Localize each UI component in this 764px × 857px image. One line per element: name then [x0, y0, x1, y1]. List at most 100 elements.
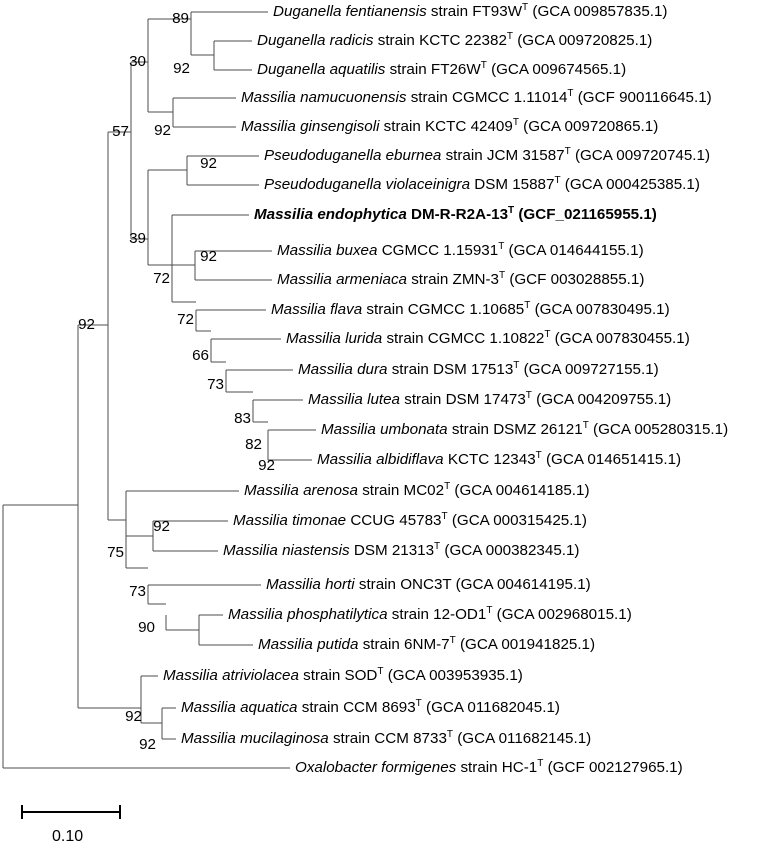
type-strain-marker: T [449, 634, 456, 646]
genome-accession: (GCA 009720825.1) [513, 32, 653, 49]
bootstrap-support-node-92-duganella: 92 [173, 60, 190, 77]
species-name: Pseudoduganella eburnea [264, 147, 442, 164]
strain-designation: DSM 21313 [349, 542, 435, 559]
bootstrap-support-node-83: 83 [234, 410, 251, 427]
type-strain-marker: T [537, 757, 544, 769]
species-name: Massilia albidiflava [317, 451, 444, 468]
genome-accession: (GCA 005280315.1) [588, 421, 729, 438]
bootstrap-support-node-92-pseudoduganella: 92 [200, 155, 217, 172]
taxon-label-massilia_albidiflava: Massilia albidiflava KCTC 12343T (GCA 01… [317, 450, 682, 468]
taxon-label-massilia_lutea: Massilia lutea strain DSM 17473T (GCA 00… [308, 390, 671, 408]
type-strain-marker: T [434, 540, 441, 552]
strain-designation: KCTC 12343 [443, 451, 536, 468]
taxon-label-massilia_namucuonensis: Massilia namucuonensis strain CGMCC 1.11… [241, 88, 712, 106]
bootstrap-support-node-30: 30 [129, 53, 146, 70]
strain-designation: strain JCM 31587 [441, 147, 565, 164]
taxon-label-massilia_phosphatilytica: Massilia phosphatilytica strain 12-OD1T … [228, 605, 632, 623]
genome-accession: (GCA 003953935.1) [383, 667, 523, 684]
genome-accession: (GCF 002127965.1) [543, 759, 683, 776]
type-strain-marker: T [506, 30, 514, 42]
taxon-label-duganella_fentianensis: Duganella fentianensis strain FT93WT (GC… [273, 2, 667, 19]
strain-designation: strain CCM 8693 [297, 699, 416, 716]
taxon-label-massilia_ginsengisoli: Massilia ginsengisoli strain KCTC 42409T… [241, 116, 658, 135]
bootstrap-support-node-75: 75 [107, 544, 124, 561]
bootstrap-support-node-92-timonae-niastensis: 92 [153, 518, 170, 535]
taxon-label-massilia_endophytica: Massilia endophytica DM-R-R2A-13T (GCF_0… [254, 205, 657, 223]
bootstrap-support-node-82: 82 [245, 436, 262, 453]
species-name: Massilia timonae [233, 512, 347, 529]
genome-accession: (GCF_021165955.1) [514, 206, 657, 223]
type-strain-marker: T [415, 697, 422, 709]
bootstrap-support-node-73-horti: 73 [129, 583, 146, 600]
strain-designation: strain CGMCC 1.10685 [362, 301, 525, 318]
genome-accession: (GCA 007830455.1) [550, 330, 690, 347]
type-strain-marker: T [513, 359, 520, 371]
genome-accession: (GCA 002968015.1) [492, 606, 632, 623]
species-name: Duganella aquatilis [257, 61, 386, 78]
taxon-label-massilia_buxea: Massilia buxea CGMCC 1.15931T (GCA 01464… [277, 241, 644, 259]
type-strain-marker: T [554, 174, 561, 186]
taxon-label-massilia_timonae: Massilia timonae CCUG 45783T (GCA 000315… [233, 510, 587, 529]
taxon-label-duganella_aquatilis: Duganella aquatilis strain FT26WT (GCA 0… [257, 60, 627, 78]
strain-designation: strain ZMN-3 [406, 271, 499, 288]
genome-accession: (GCF 003028855.1) [505, 271, 645, 288]
species-name: Massilia phosphatilytica [228, 606, 388, 623]
bootstrap-support-node-92-aquatica-mucilaginosa: 92 [125, 708, 142, 725]
genome-accession: (GCA 000315425.1) [447, 512, 587, 529]
species-name: Massilia umbonata [321, 421, 448, 438]
bootstrap-support-node-89: 89 [172, 10, 189, 27]
species-name: Massilia aquatica [181, 699, 298, 716]
genome-accession: (GCA 000425385.1) [560, 176, 700, 193]
strain-designation: DSM 15887 [470, 176, 555, 193]
genome-accession: (GCA 007830495.1) [530, 301, 670, 318]
genome-accession: (GCA 011682045.1) [421, 699, 560, 716]
species-name: Massilia flava [271, 301, 363, 318]
bootstrap-support-node-92-albidiflava: 92 [258, 457, 275, 474]
type-strain-marker: T [582, 419, 589, 431]
taxon-label-massilia_umbonata: Massilia umbonata strain DSMZ 26121T (GC… [321, 419, 729, 438]
strain-designation: strain SOD [298, 667, 378, 684]
strain-designation: CCUG 45783 [346, 512, 442, 529]
species-name: Duganella radicis [257, 32, 374, 49]
strain-designation: DM-R-R2A-13 [406, 206, 509, 223]
strain-designation: strain CCM 8733 [328, 730, 447, 747]
type-strain-marker: T [377, 665, 384, 677]
type-strain-marker: T [446, 728, 454, 740]
species-name: Massilia lurida [286, 330, 383, 347]
species-name: Massilia lutea [308, 391, 401, 408]
taxon-label-duganella_radicis: Duganella radicis strain KCTC 22382T (GC… [257, 30, 653, 49]
strain-designation: strain HC-1 [456, 759, 538, 776]
type-strain-marker: T [441, 510, 448, 522]
scale-bar [20, 805, 122, 819]
taxon-label-massilia_dura: Massilia dura strain DSM 17513T (GCA 009… [298, 359, 659, 377]
species-name: Massilia buxea [277, 242, 378, 259]
taxon-label-massilia_horti: Massilia horti strain ONC3T (GCA 0046141… [266, 577, 591, 592]
type-strain-marker: T [512, 116, 519, 128]
bootstrap-support-node-39: 39 [129, 230, 146, 247]
bootstrap-support-node-73-dura: 73 [207, 376, 224, 393]
taxon-label-massilia_niastensis: Massilia niastensis DSM 21313T (GCA 0003… [223, 540, 579, 559]
taxon-label-massilia_armeniaca: Massilia armeniaca strain ZMN-3T (GCF 00… [277, 270, 645, 288]
strain-designation: strain CGMCC 1.11014 [406, 89, 568, 106]
species-name: Massilia niastensis [223, 542, 350, 559]
taxon-label-massilia_atriviolacea: Massilia atriviolacea strain SODT (GCA 0… [163, 665, 523, 684]
species-name: Massilia namucuonensis [241, 89, 407, 106]
genome-accession: (GCA 014651415.1) [541, 451, 682, 468]
scale-bar-label: 0.10 [52, 828, 84, 845]
genome-accession: (GCA 009674565.1) [486, 61, 627, 78]
bootstrap-support-node-92-namucuonensis-ginsengisoli: 92 [154, 122, 171, 139]
taxon-label-massilia_lurida: Massilia lurida strain CGMCC 1.10822T (G… [286, 329, 690, 347]
taxon-label-massilia_arenosa: Massilia arenosa strain MC02T (GCA 00461… [244, 481, 590, 498]
taxon-label-pseudoduganella_eburnea: Pseudoduganella eburnea strain JCM 31587… [264, 146, 710, 164]
strain-designation: strain KCTC 42409 [379, 118, 513, 135]
strain-designation: strain FT26W [385, 61, 481, 78]
taxon-label-massilia_mucilaginosa: Massilia mucilaginosa strain CCM 8733T (… [181, 728, 591, 747]
strain-designation: strain DSM 17473 [400, 391, 526, 408]
strain-designation: strain KCTC 22382 [373, 32, 507, 49]
species-name: Massilia armeniaca [277, 271, 407, 288]
species-name: Oxalobacter formigenes [295, 759, 457, 776]
species-name: Massilia atriviolacea [163, 667, 299, 684]
bootstrap-support-node-92-buxea-armeniaca: 92 [200, 248, 217, 265]
strain-designation: strain CGMCC 1.10822 [382, 330, 545, 347]
